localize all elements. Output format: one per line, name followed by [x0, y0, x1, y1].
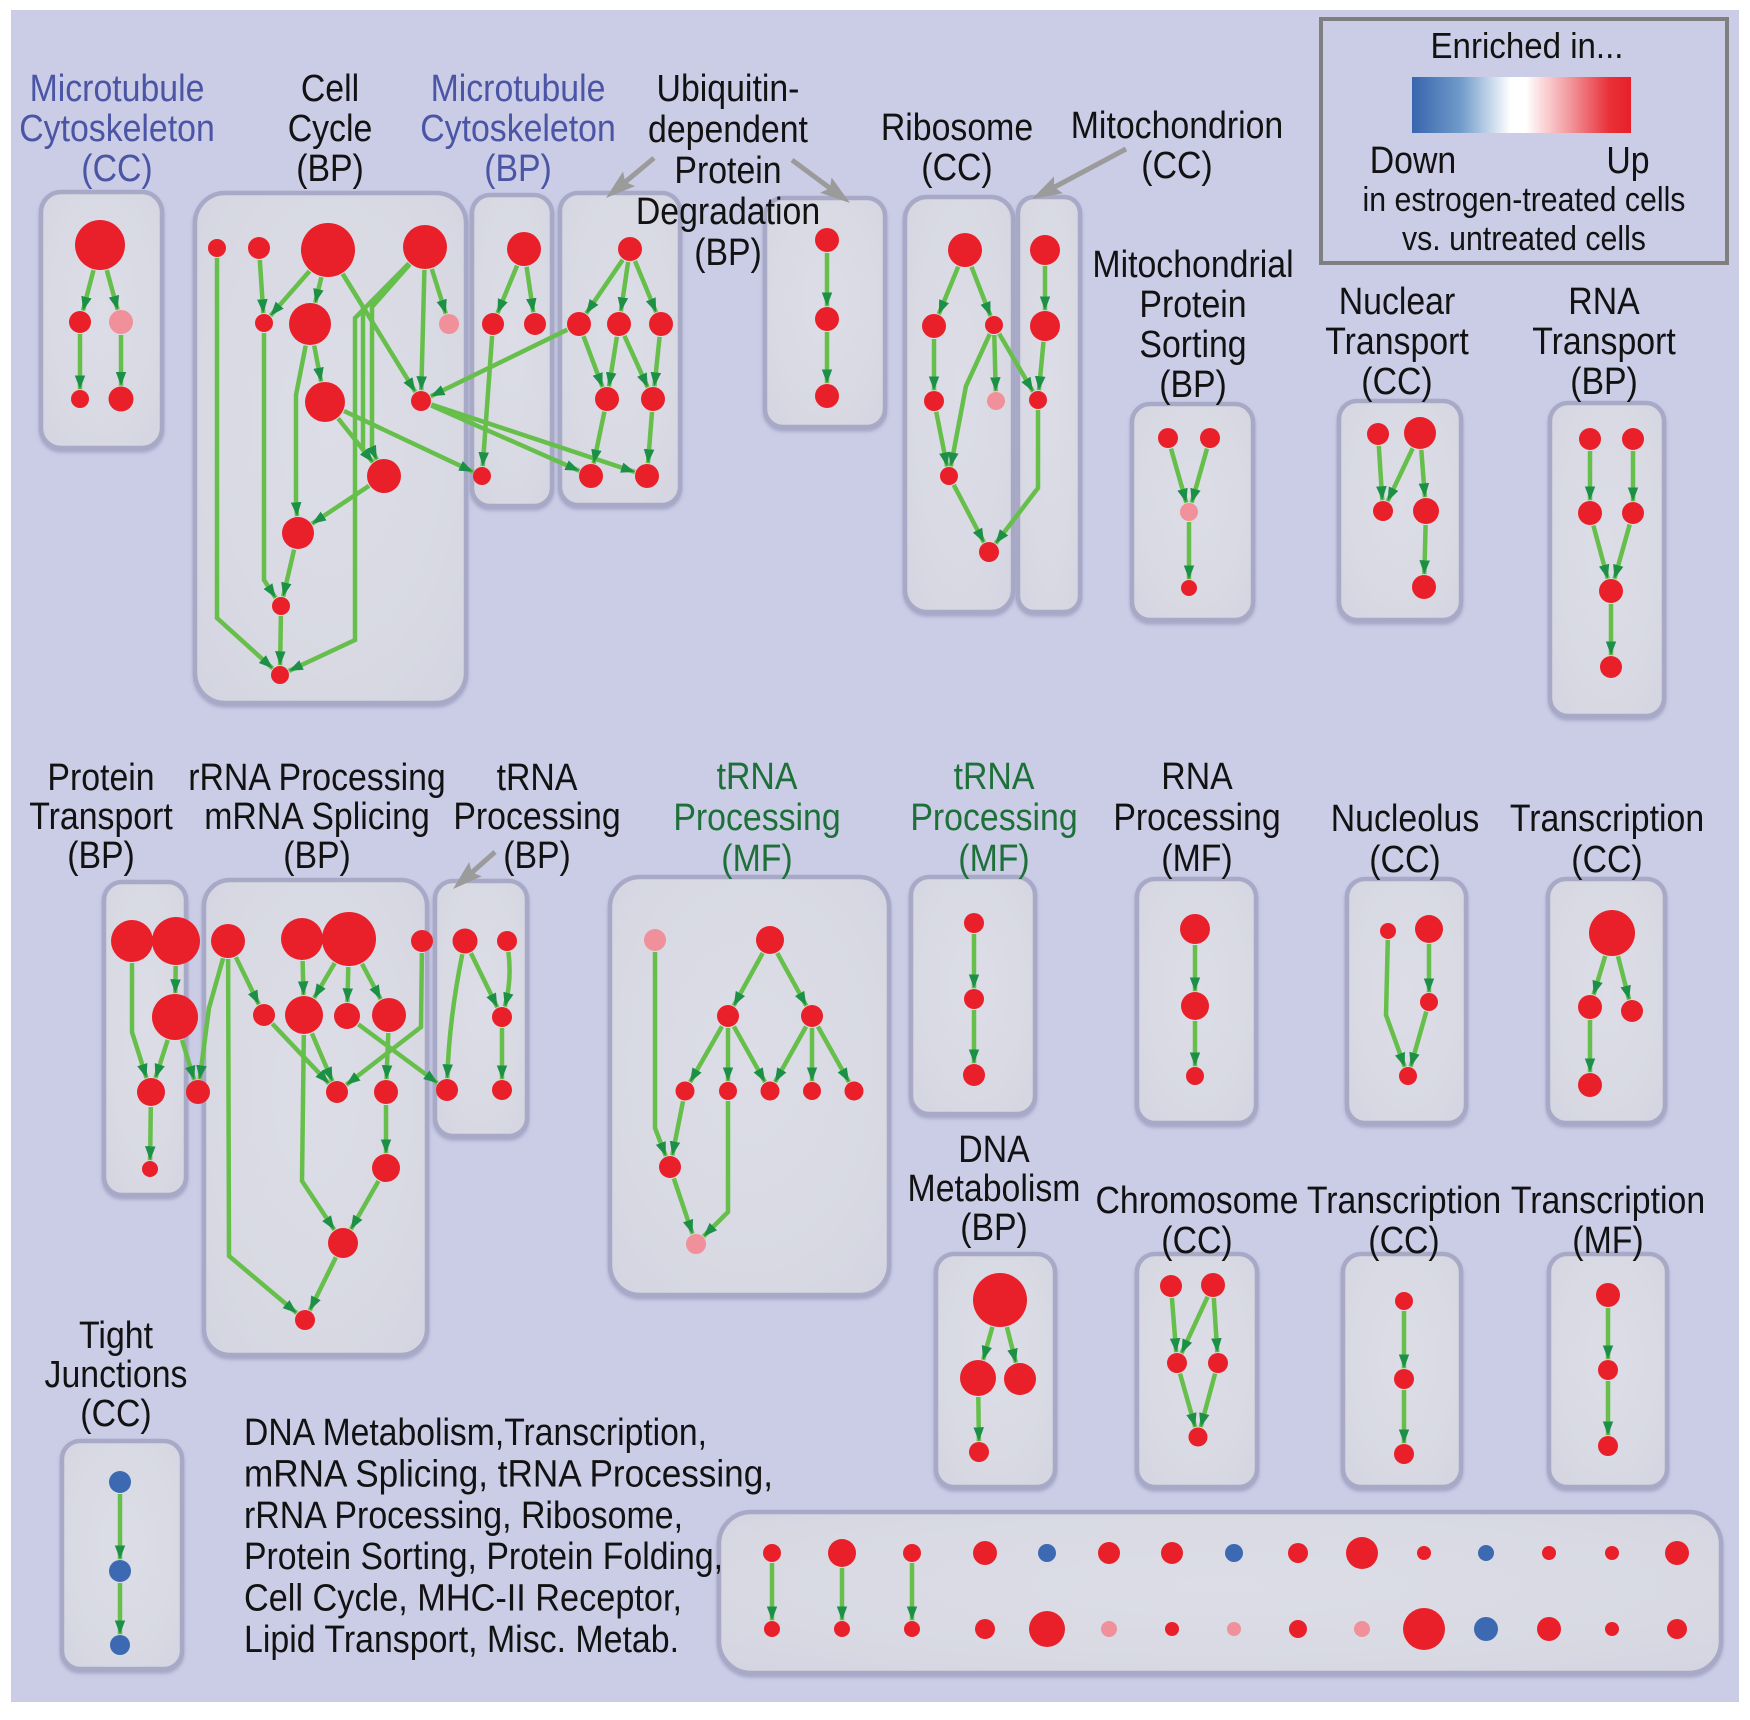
svg-text:rRNA Processing, Ribosome,: rRNA Processing, Ribosome,	[244, 1495, 683, 1537]
svg-text:(BP): (BP)	[1159, 364, 1227, 406]
svg-text:Protein: Protein	[1139, 284, 1246, 326]
svg-text:Cytoskeleton: Cytoskeleton	[19, 108, 215, 150]
svg-text:Cytoskeleton: Cytoskeleton	[420, 108, 616, 150]
svg-text:Degradation: Degradation	[636, 191, 820, 233]
svg-text:Processing: Processing	[910, 797, 1077, 839]
svg-text:Protein Sorting, Protein Foldi: Protein Sorting, Protein Folding,	[244, 1536, 723, 1578]
svg-text:Nuclear: Nuclear	[1339, 281, 1456, 323]
svg-text:RNA: RNA	[1161, 756, 1233, 798]
svg-text:Metabolism: Metabolism	[908, 1168, 1081, 1210]
svg-text:Microtubule: Microtubule	[431, 68, 606, 110]
svg-text:mRNA Splicing: mRNA Splicing	[204, 796, 430, 838]
svg-text:Protein: Protein	[47, 757, 154, 799]
svg-text:tRNA: tRNA	[954, 756, 1035, 798]
svg-text:Down: Down	[1370, 140, 1457, 182]
svg-text:Enriched in...: Enriched in...	[1431, 25, 1624, 66]
svg-text:(CC): (CC)	[1361, 361, 1432, 403]
svg-text:rRNA Processing: rRNA Processing	[188, 757, 446, 799]
svg-text:(CC): (CC)	[1161, 1220, 1232, 1262]
svg-text:Sorting: Sorting	[1139, 324, 1246, 366]
svg-text:Cell Cycle, MHC-II Receptor,: Cell Cycle, MHC-II Receptor,	[244, 1578, 682, 1620]
svg-text:Up: Up	[1606, 140, 1649, 182]
svg-text:Processing: Processing	[453, 796, 620, 838]
svg-text:Cycle: Cycle	[288, 108, 373, 150]
svg-text:Mitochondrion: Mitochondrion	[1071, 105, 1284, 147]
svg-text:(MF): (MF)	[958, 838, 1029, 880]
svg-text:Mitochondrial: Mitochondrial	[1092, 244, 1293, 286]
svg-text:Protein: Protein	[674, 150, 781, 192]
svg-text:(BP): (BP)	[694, 232, 762, 274]
svg-text:in estrogen-treated cells: in estrogen-treated cells	[1363, 181, 1686, 219]
svg-text:(BP): (BP)	[960, 1207, 1028, 1249]
svg-text:(CC): (CC)	[81, 148, 152, 190]
svg-text:(CC): (CC)	[1571, 839, 1642, 881]
svg-text:Lipid Transport, Misc. Metab.: Lipid Transport, Misc. Metab.	[244, 1619, 679, 1661]
svg-text:(CC): (CC)	[1368, 1220, 1439, 1262]
svg-text:(CC): (CC)	[921, 147, 992, 189]
svg-text:Ubiquitin-: Ubiquitin-	[657, 68, 800, 110]
svg-text:DNA Metabolism,Transcription,: DNA Metabolism,Transcription,	[244, 1412, 707, 1454]
svg-text:(BP): (BP)	[503, 835, 571, 877]
svg-text:(BP): (BP)	[283, 835, 351, 877]
svg-text:Chromosome: Chromosome	[1096, 1180, 1299, 1222]
svg-text:mRNA Splicing, tRNA Processing: mRNA Splicing, tRNA Processing,	[244, 1453, 773, 1495]
svg-text:Junctions: Junctions	[45, 1354, 188, 1396]
svg-text:Microtubule: Microtubule	[30, 68, 205, 110]
svg-text:Nucleolus: Nucleolus	[1331, 798, 1480, 840]
svg-text:Cell: Cell	[301, 68, 359, 110]
svg-text:Ribosome: Ribosome	[881, 107, 1033, 149]
svg-text:Transport: Transport	[1325, 321, 1469, 363]
svg-text:Processing: Processing	[1113, 797, 1280, 839]
svg-text:(MF): (MF)	[1572, 1220, 1643, 1262]
svg-text:DNA: DNA	[958, 1129, 1030, 1171]
svg-text:Transport: Transport	[29, 796, 173, 838]
svg-text:RNA: RNA	[1568, 281, 1640, 323]
svg-text:tRNA: tRNA	[717, 756, 798, 798]
svg-text:vs. untreated cells: vs. untreated cells	[1402, 220, 1646, 258]
svg-text:(CC): (CC)	[1369, 839, 1440, 881]
svg-text:tRNA: tRNA	[497, 757, 578, 799]
svg-text:(MF): (MF)	[1161, 838, 1232, 880]
svg-text:(BP): (BP)	[484, 148, 552, 190]
svg-text:Transport: Transport	[1532, 321, 1676, 363]
svg-text:Transcription: Transcription	[1307, 1180, 1501, 1222]
svg-text:(BP): (BP)	[67, 835, 135, 877]
svg-text:(CC): (CC)	[1141, 145, 1212, 187]
svg-text:Transcription: Transcription	[1510, 798, 1704, 840]
svg-text:Processing: Processing	[673, 797, 840, 839]
svg-text:dependent: dependent	[648, 109, 808, 151]
svg-text:Tight: Tight	[79, 1315, 153, 1357]
svg-text:Transcription: Transcription	[1511, 1180, 1705, 1222]
svg-text:(BP): (BP)	[1570, 361, 1638, 403]
svg-text:(MF): (MF)	[721, 838, 792, 880]
svg-text:(CC): (CC)	[80, 1393, 151, 1435]
svg-text:(BP): (BP)	[296, 148, 364, 190]
